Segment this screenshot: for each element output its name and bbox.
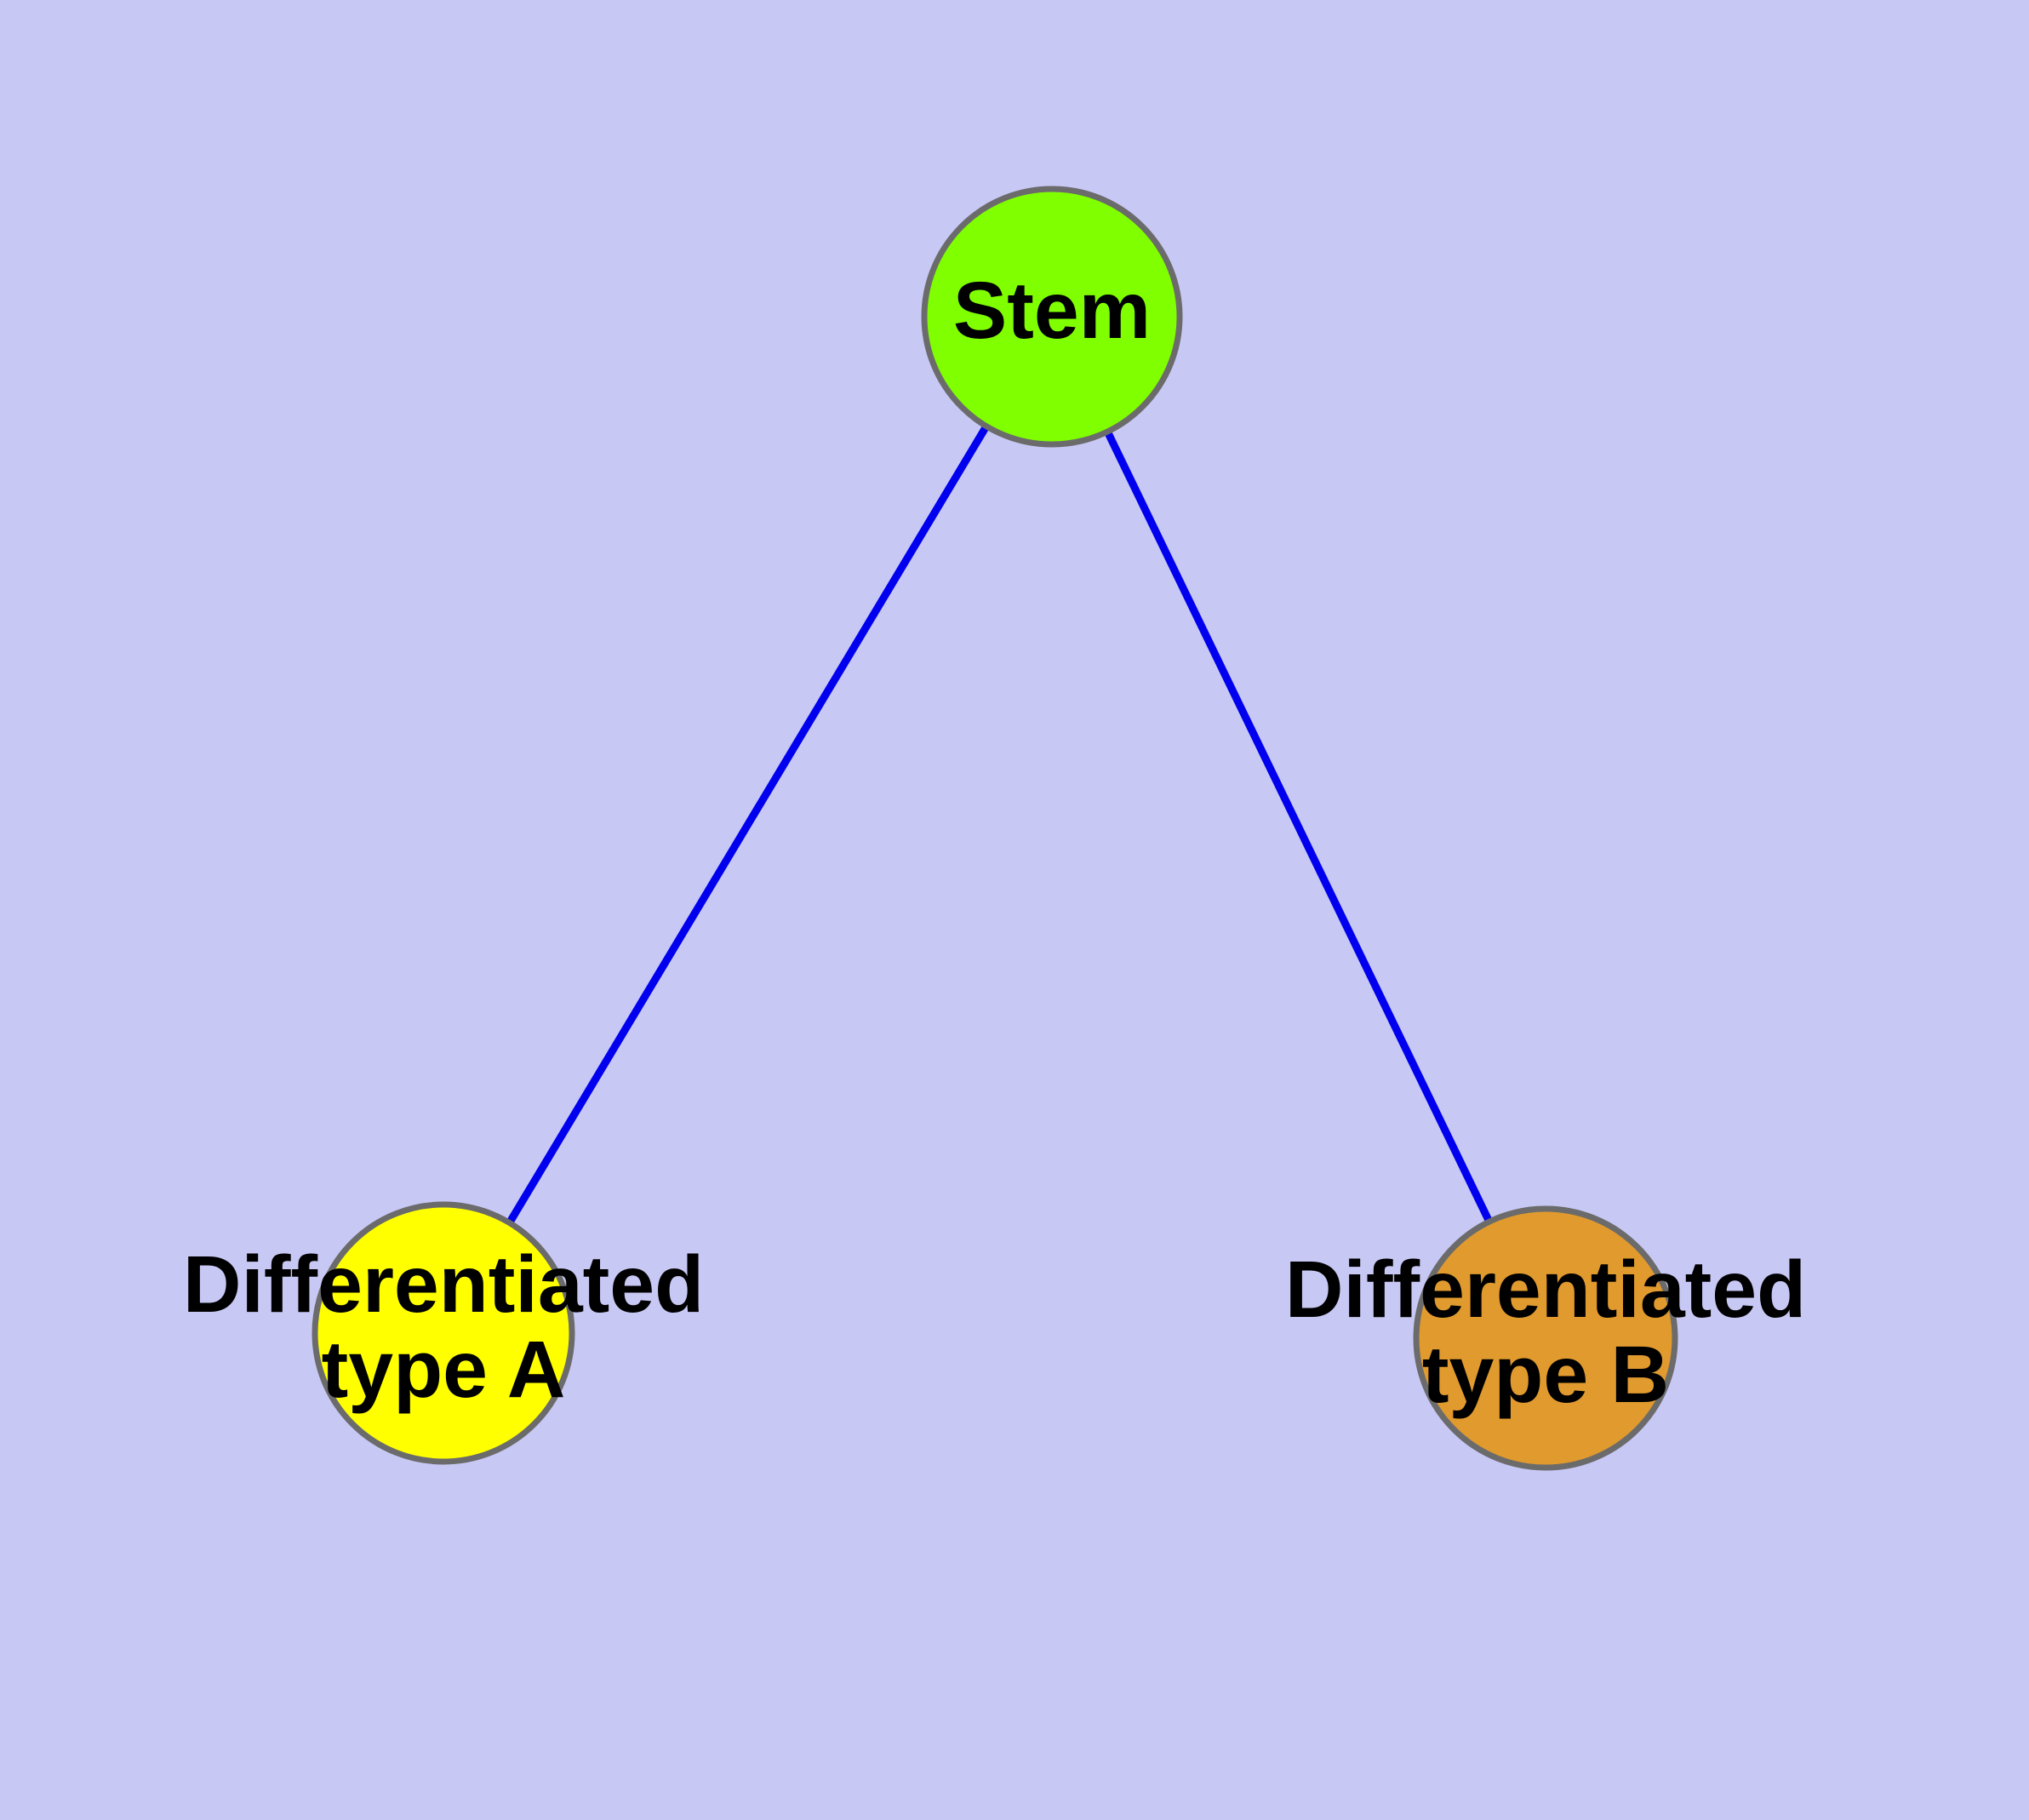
node-layer: [311, 186, 1678, 1471]
node-label-stem: Stem: [953, 266, 1151, 356]
edge-stem-diff-b[interactable]: [1103, 428, 1494, 1225]
node-label-line: type B: [1422, 1330, 1669, 1420]
node-label-line: Differentiated: [183, 1239, 704, 1330]
node-label-line: type A: [322, 1325, 566, 1415]
node-label-line: Differentiated: [1285, 1245, 1806, 1335]
edge-stem-diff-a[interactable]: [505, 422, 991, 1227]
edge-layer: [505, 422, 1494, 1227]
node-label-line: Stem: [953, 266, 1151, 356]
node-stem[interactable]: [921, 186, 1183, 448]
node-diff_a[interactable]: [311, 1201, 575, 1465]
node-diff_b[interactable]: [1413, 1205, 1678, 1471]
